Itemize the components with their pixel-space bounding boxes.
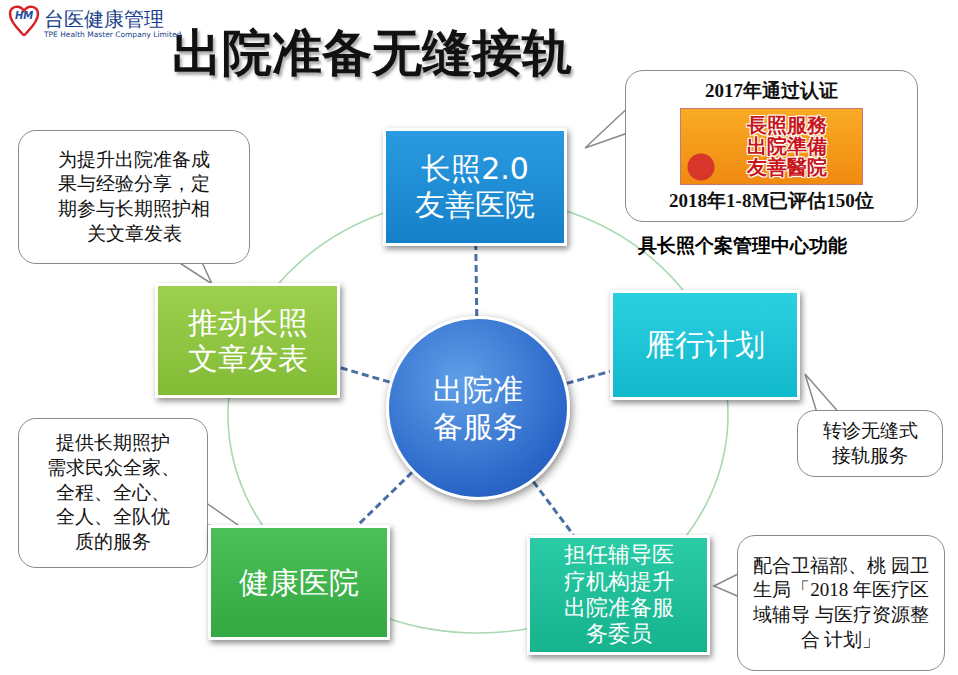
speech-callout: 提供长期照护 需求民众全家、 全程、全心、 全人、全队优 质的服务 xyxy=(18,418,208,568)
speech-callout: 为提升出院准备成 果与经验分享，定 期参与长期照护相 关文章发表 xyxy=(18,130,250,264)
hospital-box: 长照2.0 友善医院 xyxy=(383,128,567,246)
node-text: 2018年1-8M已评估150位 xyxy=(669,189,874,214)
node-text: 为提升出院准备成 果与经验分享，定 期参与长期照护相 关文章发表 xyxy=(52,148,217,247)
dashed-connector xyxy=(474,246,478,316)
node-text: 转诊无缝式 接轨服务 xyxy=(820,419,920,468)
certification-badge: 長照服務 出院準備 友善醫院 xyxy=(680,108,863,185)
dashed-connector xyxy=(358,472,412,525)
node-text: 雁行计划 xyxy=(645,327,765,363)
logo-mark: HM xyxy=(15,10,33,21)
node-text: 健康医院 xyxy=(239,565,359,601)
node-text: 长照2.0 友善医院 xyxy=(410,151,540,223)
hospital-box: 健康医院 xyxy=(208,525,390,640)
logo-name: 台医健康管理 xyxy=(44,6,164,33)
dashed-connector xyxy=(533,482,573,535)
node-text: 推动长照 文章发表 xyxy=(183,305,313,377)
node-text: 出院准 备服务 xyxy=(423,371,533,446)
center-circle: 出院准 备服务 xyxy=(386,316,570,500)
note-text: 具长照个案管理中心功能 xyxy=(638,233,847,259)
node-text: 提供长期照护 需求民众全家、 全程、全心、 全人、全队优 质的服务 xyxy=(45,431,181,554)
dashed-connector xyxy=(567,371,610,383)
node-slot: 長照服務 出院準備 友善醫院 xyxy=(680,104,863,189)
title: 出院准备无缝接轨 xyxy=(172,20,572,87)
speech-callout: 配合卫福部、桃 园卫生局「2018 年医疗区域辅导 与医疗资源整合 计划」 xyxy=(737,535,945,671)
logo-subtitle: TPE Health Master Company Limited xyxy=(44,30,181,39)
logo-heart xyxy=(10,7,38,36)
program-box: 雁行计划 xyxy=(610,290,800,400)
committee-box: 担任辅导医 疗机构提升 出院准备服 务委员 xyxy=(527,535,710,655)
node-text: 2017年通过认证 xyxy=(705,79,838,104)
node-text: 配合卫福部、桃 园卫生局「2018 年医疗区域辅导 与医疗资源整合 计划」 xyxy=(751,554,931,653)
node-text: 担任辅导医 疗机构提升 出院准备服 务委员 xyxy=(554,542,684,648)
dashed-connector xyxy=(340,368,390,383)
speech-callout: 转诊无缝式 接轨服务 xyxy=(797,410,943,477)
speech-callout: 2017年通过认证長照服務 出院準備 友善醫院 2018年1-8M已评估150位 xyxy=(625,70,918,222)
node-text: 長照服務 出院準備 友善醫院 xyxy=(737,115,837,178)
promotion-box: 推动长照 文章发表 xyxy=(155,283,340,398)
